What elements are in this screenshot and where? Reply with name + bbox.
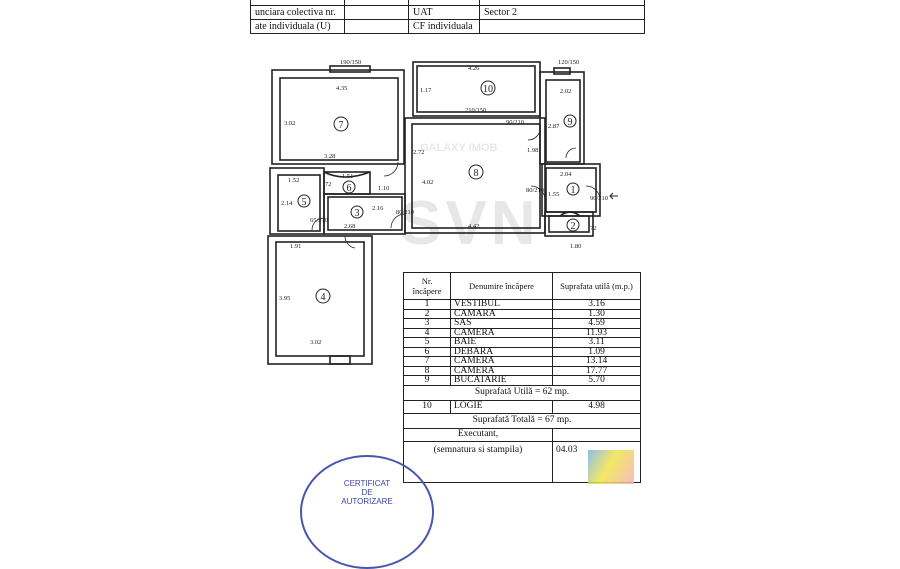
room-number-5: 5 [302,197,307,208]
dim: 3.02 [310,339,321,346]
dim: 1.52 [288,177,299,184]
room-number-2: 2 [571,221,576,232]
room-number-1: 1 [571,185,576,196]
executant-label: Executant, [403,427,553,442]
room-number-9: 9 [568,117,573,128]
room-number-6: 6 [347,183,352,194]
dim: 120/150 [558,59,579,66]
col-header-name: Denumire încăpere [450,272,553,300]
signature-label: (semnatura si stampila) [403,440,553,483]
dim: 2.02 [560,88,571,95]
stamp-line-1: CERTIFICAT [343,479,391,488]
dim: 1.55 [548,191,559,198]
dim: 4.42 [468,223,479,230]
row-nr: 9 [403,375,451,386]
col-header-nr: Nr. încăpere [403,272,451,300]
dim: 2.68 [344,223,355,230]
rooms-table: Nr. încăpere Denumire încăpere Suprafata… [403,272,641,483]
dim: 2.72 [413,149,424,156]
stamp-line-3: AUTORIZARE [341,497,393,506]
agency-logo [588,450,634,484]
dim: 2.87 [548,123,560,130]
col-header-area: Suprafata utilă (m.p.) [552,272,641,300]
room-numbers: 1 2 3 4 5 6 7 8 9 10 [297,80,580,304]
row-area: 13.14 [552,356,641,367]
row-nr: 3 [403,318,451,329]
dim: 1.91 [290,243,301,250]
dim: 65/210 [310,217,328,224]
entrance-arrow-icon [609,192,618,200]
room-number-8: 8 [474,168,479,179]
useful-area-total: Suprafată Utilă = 62 mp. [403,384,641,401]
watermark-brand: SVN [400,189,540,258]
dim: 1.10 [378,185,389,192]
dim: 4.35 [336,85,347,92]
dim: 80/210 [526,187,544,194]
dim: 3.02 [284,120,295,127]
dim: 1.51 [342,173,353,180]
dim: 2.16 [372,205,384,212]
dim: 2.14 [281,200,293,207]
row-area: 4.59 [552,318,641,329]
row-name: VESTIBUL [450,299,553,310]
dim: 4.26 [468,65,480,72]
row-nr: 10 [403,399,451,414]
dim: 210/150 [465,107,486,114]
walls [267,61,601,365]
dim: 90/210 [590,195,608,202]
row-name: SAS [450,318,553,329]
dim: 1.98 [527,147,538,154]
dim: 3.28 [324,153,335,160]
row-name: BAIE [450,337,553,348]
watermark-agency: GALAXY IMOB [420,142,498,154]
dim: 1.17 [420,87,432,94]
door-swings [311,125,601,249]
floor-plan: 1 2 3 4 5 6 7 8 9 10 4.35 3.02 3.28 4.26… [267,59,618,365]
dim: 2.04 [560,171,572,178]
dim: 90/210 [506,119,524,126]
row-area: 3.16 [552,299,641,310]
row-nr: 1 [403,299,451,310]
row-nr: 5 [403,337,451,348]
header-table: unciara colectiva nr. UAT Sector 2 ate i… [250,0,645,36]
dim: 72 [590,225,597,232]
header-cf-value [479,19,645,34]
stamp-line-2: DE [361,488,373,497]
row-name: LOGIE [450,399,553,414]
dim: 80/210 [396,209,414,216]
room-number-4: 4 [321,292,326,303]
dim: 72 [325,181,332,188]
row-area: 4.98 [552,399,641,414]
dim: 190/150 [340,59,361,66]
authorization-stamp: CERTIFICAT DE AUTORIZARE [300,455,434,569]
row-area: 3.11 [552,337,641,348]
row-area: 5.70 [552,375,641,386]
row-name: CAMERA [450,356,553,367]
total-area: Suprafată Totală = 67 mp. [403,412,641,429]
dim: 1.80 [570,243,581,250]
row-nr: 7 [403,356,451,367]
room-number-7: 7 [339,120,344,131]
dim: 3.95 [279,295,290,302]
room-number-10: 10 [483,84,493,95]
row-name: BUCATARIE [450,375,553,386]
dimension-labels: 4.35 3.02 3.28 4.26 1.17 2.02 2.87 2.04 … [279,59,608,346]
room-number-3: 3 [355,208,360,219]
dim: 4.02 [422,179,433,186]
